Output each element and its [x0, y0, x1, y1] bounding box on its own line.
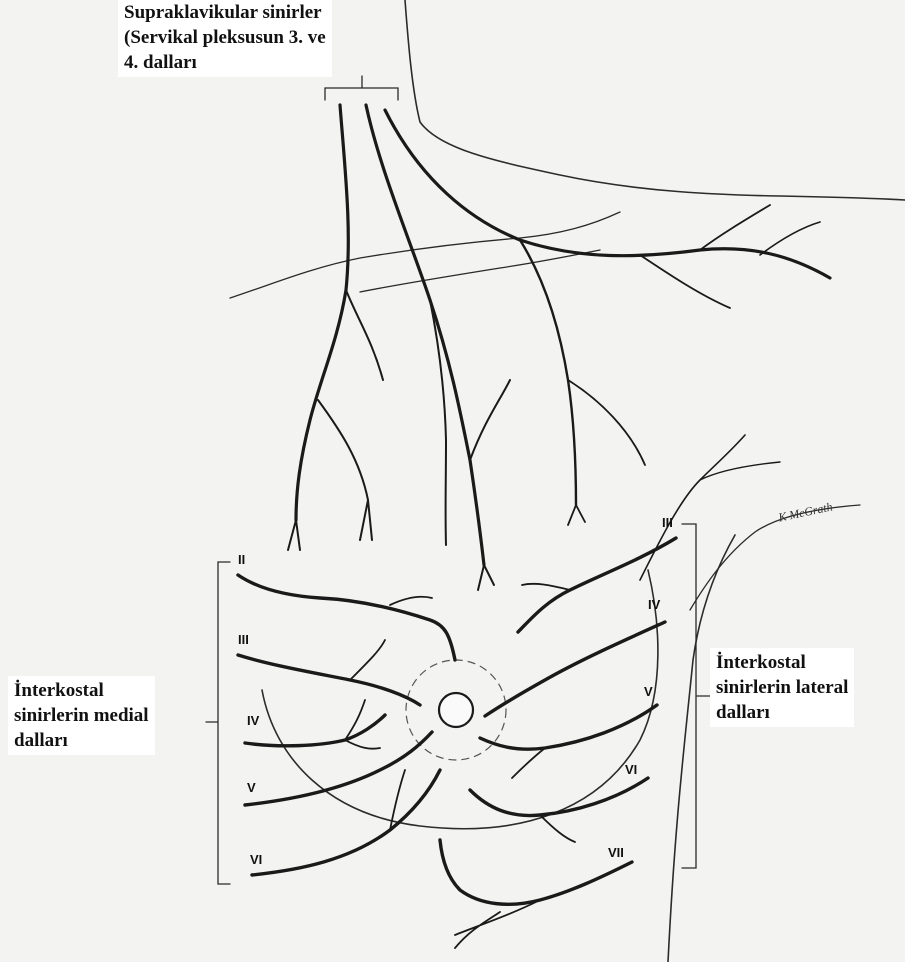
medial-numeral-iv: IV	[247, 713, 259, 728]
lateral-label-line1: İnterkostal	[716, 650, 848, 675]
lateral-numeral-iv: IV	[648, 597, 660, 612]
supraclavicular-nerve-medial	[288, 105, 383, 550]
lateral-numeral-iii: III	[662, 515, 673, 530]
medial-numeral-ii: II	[238, 552, 245, 567]
medial-numeral-vi: VI	[250, 852, 262, 867]
lateral-numeral-vii: VII	[608, 845, 624, 860]
supraclavicular-label-line3: 4. dalları	[124, 50, 326, 75]
clavicle-outline-lower	[360, 250, 600, 292]
lateral-numeral-v: V	[644, 684, 653, 699]
supraclavicular-nerve-lateral	[385, 110, 830, 525]
neck-shoulder-outline	[405, 0, 905, 200]
medial-branches	[238, 575, 455, 875]
lateral-numeral-vi: VI	[625, 762, 637, 777]
medial-label-line1: İnterkostal	[14, 678, 149, 703]
medial-numeral-iii: III	[238, 632, 249, 647]
lateral-label-line3: dalları	[716, 700, 848, 725]
lateral-bracket	[682, 524, 712, 868]
lateral-label-line2: sinirlerin lateral	[716, 675, 848, 700]
lateral-branch-axillary-nerve	[640, 435, 745, 580]
supraclavicular-label: Supraklavikular sinirler (Servikal pleks…	[118, 0, 332, 77]
medial-label-line2: sinirlerin medial	[14, 703, 149, 728]
medial-label-line3: dalları	[14, 728, 149, 753]
medial-branches-label: İnterkostal sinirlerin medial dalları	[8, 676, 155, 755]
nipple	[439, 693, 473, 727]
axillary-line	[668, 535, 735, 962]
supraclavicular-label-line1: Supraklavikular sinirler	[124, 0, 326, 25]
lateral-branches	[440, 538, 676, 948]
supraclavicular-label-line2: (Servikal pleksusun 3. ve	[124, 25, 326, 50]
medial-bracket	[206, 562, 230, 884]
supraclavicular-bracket	[325, 76, 398, 100]
medial-numeral-v: V	[247, 780, 256, 795]
signature-nerve	[690, 505, 860, 610]
supraclavicular-nerve-middle	[366, 105, 510, 590]
lateral-branches-label: İnterkostal sinirlerin lateral dalları	[710, 648, 854, 727]
